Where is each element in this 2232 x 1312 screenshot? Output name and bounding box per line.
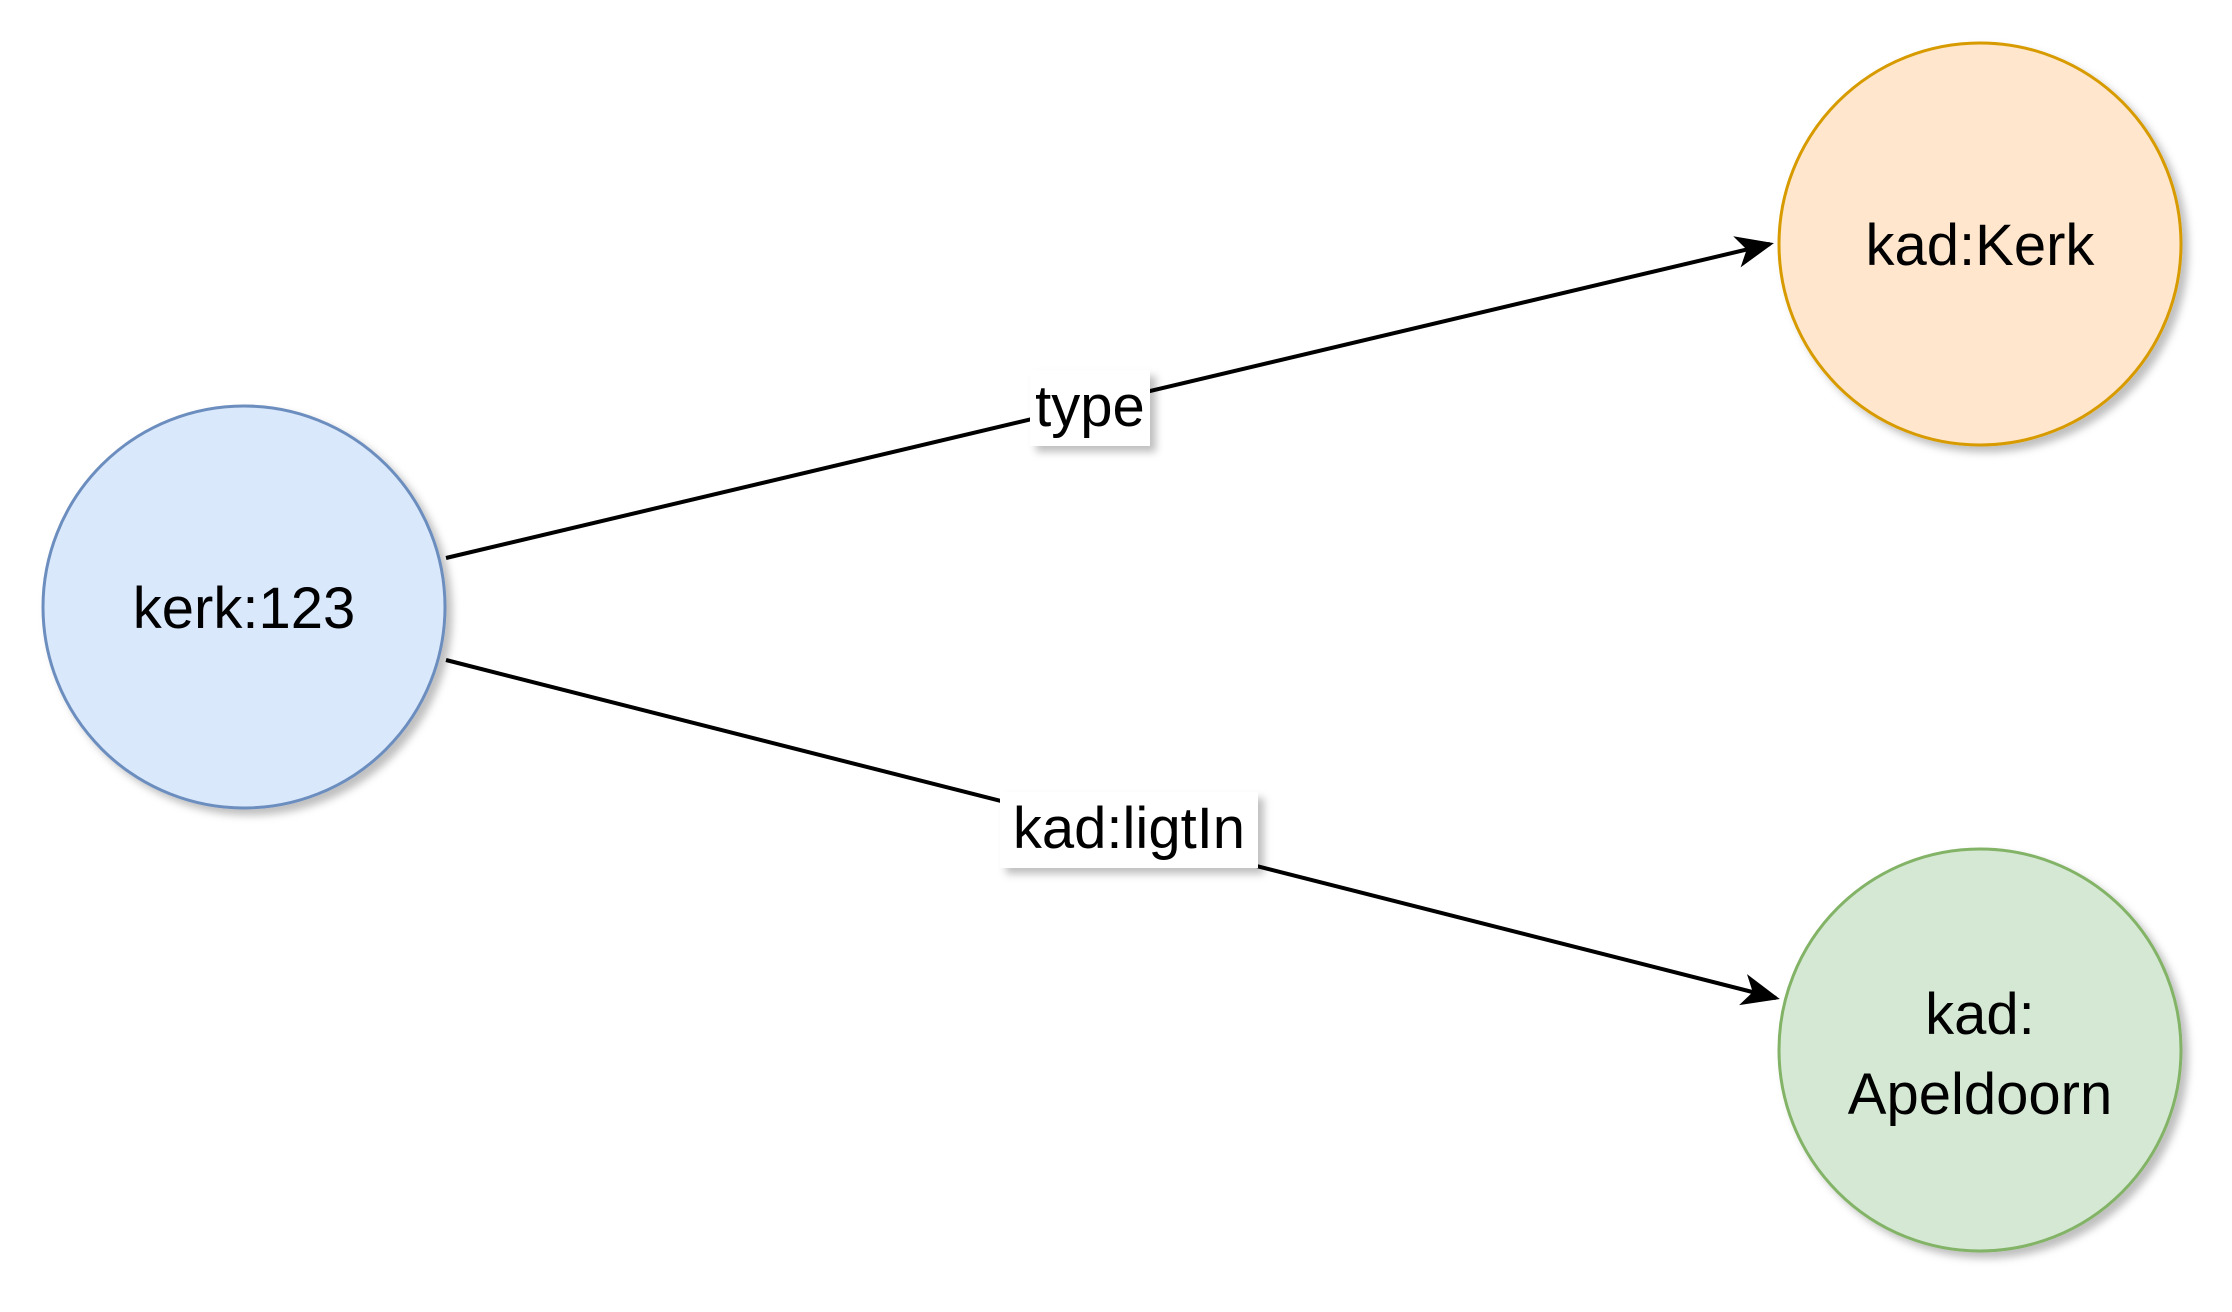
edge-ligtin-label: kad:ligtIn	[1013, 796, 1245, 861]
node-location-target-label-line2: Apeldoorn	[1848, 1062, 2112, 1127]
node-type-target-label: kad:Kerk	[1866, 213, 2096, 278]
node-location-target-circle[interactable]	[1777, 847, 2183, 1253]
node-type-target-circle[interactable]	[1777, 41, 2183, 447]
edge-ligtin[interactable]: kad:ligtIn	[445, 658, 1780, 1006]
node-location-target-label-line1: kad:	[1925, 982, 2035, 1047]
node-subject[interactable]: kerk:123	[41, 404, 447, 810]
node-subject-circle[interactable]	[41, 404, 447, 810]
node-location-target[interactable]: kad: Apeldoorn	[1777, 847, 2183, 1253]
node-subject-label: kerk:123	[133, 576, 355, 641]
edge-ligtin-label-bg	[1000, 792, 1258, 868]
edge-type-label: type	[1035, 374, 1145, 439]
node-type-target[interactable]: kad:Kerk	[1777, 41, 2183, 447]
edge-type[interactable]: type	[445, 236, 1774, 560]
edge-type-label-bg	[1030, 370, 1150, 446]
